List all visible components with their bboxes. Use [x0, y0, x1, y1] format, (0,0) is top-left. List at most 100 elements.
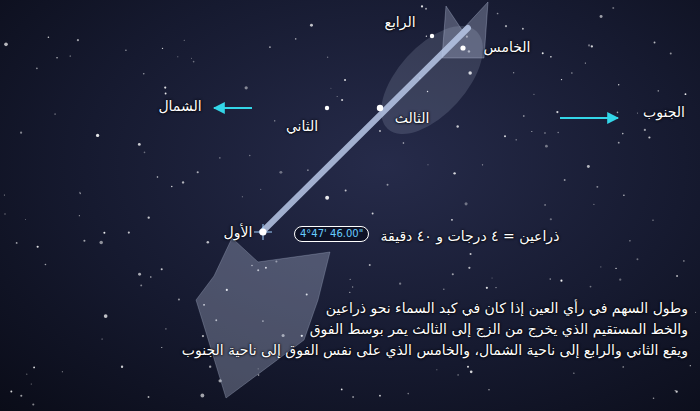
star: [377, 105, 383, 111]
background-star: [352, 286, 353, 287]
background-star: [561, 79, 562, 80]
background-star: [245, 86, 248, 89]
direction-label: الشمال: [158, 98, 201, 115]
background-star: [600, 266, 601, 267]
background-star: [467, 366, 469, 368]
star-label: الرابع: [384, 14, 415, 31]
background-star: [596, 186, 598, 188]
background-star: [341, 99, 343, 101]
background-star: [600, 15, 603, 18]
background-star: [495, 287, 496, 288]
background-star: [62, 371, 63, 372]
background-star: [654, 42, 656, 44]
background-star: [470, 253, 472, 255]
background-star: [653, 397, 655, 399]
arrow-shaft: [262, 28, 468, 232]
coordinate-box: 4°47' 46.00": [294, 226, 369, 242]
background-star: [407, 393, 409, 395]
background-star: [557, 132, 559, 134]
background-star: [219, 157, 221, 159]
background-star: [177, 56, 178, 57]
description-line: وطول السهم في رأي العين إذا كان في كبد ا…: [326, 300, 688, 317]
background-star: [202, 335, 204, 337]
background-star: [427, 164, 428, 165]
background-star: [48, 36, 50, 38]
background-star: [676, 391, 678, 393]
background-star: [685, 93, 687, 95]
background-star: [352, 396, 354, 398]
background-star: [197, 171, 199, 173]
background-star: [178, 298, 180, 300]
background-star: [249, 155, 250, 156]
background-star: [56, 57, 57, 58]
background-star: [571, 72, 572, 73]
background-star: [497, 13, 499, 15]
background-star: [274, 120, 275, 121]
background-star: [144, 152, 146, 154]
background-star: [465, 202, 468, 205]
background-star: [191, 58, 192, 59]
background-star: [399, 283, 401, 285]
background-star: [468, 267, 470, 269]
background-star: [588, 44, 590, 46]
background-star: [619, 279, 621, 281]
background-star: [617, 112, 619, 114]
background-star: [670, 52, 672, 54]
background-star: [573, 373, 574, 374]
background-star: [209, 365, 211, 367]
background-star: [25, 219, 26, 220]
star-label: الخامس: [484, 39, 531, 56]
background-star: [310, 24, 313, 27]
background-star: [16, 242, 18, 244]
background-star: [451, 219, 453, 221]
background-star: [652, 220, 653, 221]
background-star: [77, 39, 79, 41]
background-star: [157, 176, 159, 178]
background-star: [421, 5, 423, 7]
background-star: [622, 133, 624, 135]
background-star: [148, 217, 150, 219]
background-star: [488, 389, 490, 391]
background-star: [171, 186, 172, 187]
background-star: [623, 194, 625, 196]
description-line: والخط المستقيم الذي يخرج من الزج إلى الث…: [310, 321, 688, 338]
background-star: [436, 369, 437, 370]
background-star: [676, 275, 678, 277]
background-star: [260, 189, 261, 190]
background-star: [556, 111, 558, 113]
background-star: [10, 391, 12, 393]
background-star: [128, 232, 130, 234]
background-star: [55, 114, 56, 115]
star-label: الأول: [224, 224, 253, 241]
background-star: [20, 132, 22, 134]
background-star: [695, 312, 696, 313]
background-star: [330, 88, 331, 89]
background-star: [657, 90, 659, 92]
background-star: [79, 215, 80, 216]
background-star: [591, 45, 593, 47]
background-star: [531, 131, 532, 132]
background-star: [325, 196, 329, 200]
background-star: [585, 63, 586, 64]
background-star: [102, 338, 103, 339]
background-star: [99, 241, 103, 245]
background-star: [372, 213, 374, 215]
scale-note: ذراعين = ٤ درجات و ٤٠ دقيقة: [381, 228, 560, 245]
star: [260, 229, 267, 236]
background-star: [690, 365, 691, 366]
background-star: [193, 61, 195, 63]
coordinate-text: 4°47' 46.00": [300, 228, 363, 239]
background-star: [550, 218, 552, 220]
background-star: [675, 390, 676, 391]
background-star: [550, 56, 552, 58]
background-star: [453, 172, 455, 174]
background-star: [345, 190, 347, 192]
background-star: [31, 384, 32, 385]
background-star: [369, 264, 371, 266]
background-star: [279, 171, 282, 174]
background-star: [590, 286, 592, 288]
background-star: [337, 96, 338, 97]
background-star: [140, 284, 142, 286]
background-star: [482, 164, 483, 165]
background-star: [104, 314, 108, 318]
